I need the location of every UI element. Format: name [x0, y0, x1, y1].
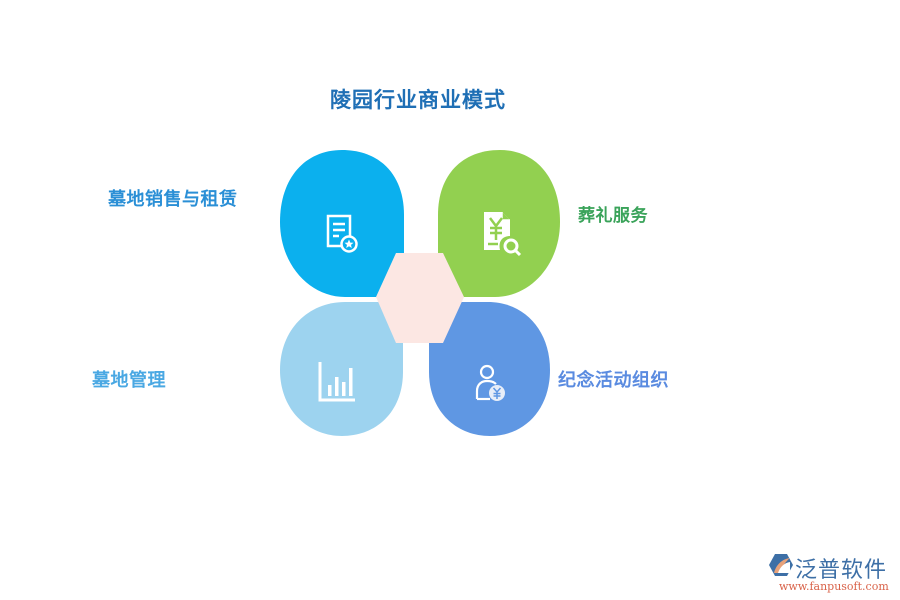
certificate-document-icon: [326, 214, 358, 253]
diagram-title: 陵园行业商业模式: [330, 88, 506, 112]
logo-url: www.fanpusoft.com: [779, 580, 889, 593]
user-payment-icon: [475, 364, 505, 401]
label-funeral-services: 葬礼服务: [578, 206, 648, 226]
fanpu-logo-icon: [769, 554, 793, 576]
invoice-search-icon: [484, 212, 522, 257]
label-memorial-event-organization: 纪念活动组织: [558, 370, 669, 391]
logo-brand-name: 泛普软件: [795, 558, 888, 583]
bar-chart-icon: [318, 362, 355, 402]
label-cemetery-sales-leasing: 墓地销售与租赁: [108, 189, 238, 210]
label-cemetery-management: 墓地管理: [92, 370, 166, 391]
